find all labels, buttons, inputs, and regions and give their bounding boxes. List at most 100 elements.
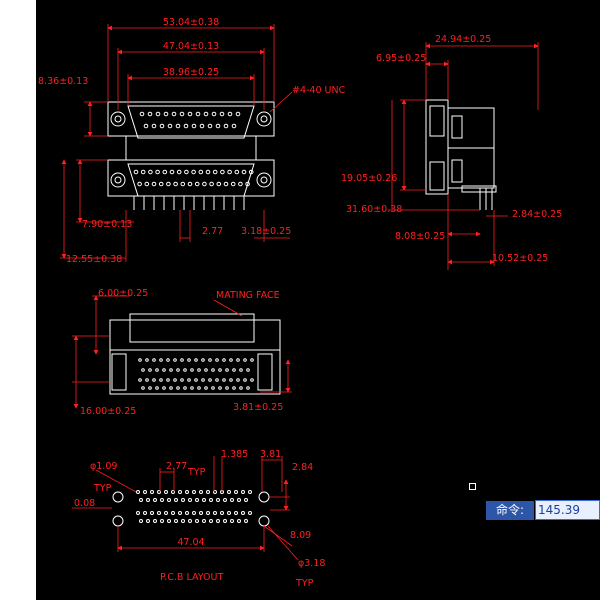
contact-pin bbox=[194, 358, 198, 362]
contact-pin bbox=[201, 358, 205, 362]
contact-pin bbox=[190, 368, 194, 372]
contact-pin bbox=[137, 181, 142, 187]
contact-pin bbox=[138, 358, 142, 362]
contact-pin bbox=[194, 378, 198, 382]
pcb-hole bbox=[164, 511, 168, 515]
pcb-hole bbox=[241, 490, 245, 494]
pcb-hole bbox=[171, 511, 175, 515]
dim-shell-width: 38.96±0.25 bbox=[163, 67, 219, 78]
pcb-hole bbox=[209, 519, 213, 523]
pcb-hole bbox=[209, 498, 213, 502]
contact-pin bbox=[203, 111, 209, 117]
contact-pin bbox=[151, 123, 157, 129]
side-shell-top bbox=[429, 105, 445, 137]
contact-pin bbox=[239, 368, 243, 372]
contact-pin bbox=[187, 111, 193, 117]
front-mount-hole-bl bbox=[110, 172, 126, 188]
contact-pin bbox=[194, 181, 200, 187]
contact-pin bbox=[191, 123, 197, 129]
contact-pin bbox=[250, 378, 254, 382]
pcb-hole bbox=[216, 498, 220, 502]
pcb-hole bbox=[167, 498, 171, 502]
contact-pin bbox=[211, 368, 215, 372]
pcb-hole bbox=[230, 519, 234, 523]
contact-pin bbox=[140, 169, 146, 175]
leader-hole-dia bbox=[95, 469, 137, 493]
pcb-hole bbox=[234, 511, 238, 515]
contact-pin bbox=[183, 123, 189, 129]
bottom-dimensions bbox=[72, 295, 292, 409]
side-pins bbox=[479, 188, 493, 210]
contact-pin bbox=[241, 169, 247, 175]
front-mount-hole-bl-inner bbox=[114, 176, 122, 184]
pcb-hole bbox=[192, 490, 196, 494]
side-insert-top bbox=[451, 115, 463, 139]
contact-pin bbox=[195, 111, 201, 117]
bottom-boardlock-right bbox=[257, 353, 273, 391]
pcb-hole bbox=[227, 490, 231, 494]
front-mount-hole-tl bbox=[110, 111, 126, 127]
front-mount-hole-tr bbox=[256, 111, 272, 127]
contact-pin bbox=[169, 386, 173, 390]
front-flange-top bbox=[107, 101, 275, 137]
contact-pin bbox=[211, 111, 217, 117]
front-flange-bottom bbox=[107, 159, 275, 197]
dim-pitch: 2.77 bbox=[202, 226, 223, 237]
pcb-hole bbox=[195, 519, 199, 523]
pcb-hole bbox=[157, 511, 161, 515]
pcb-layout bbox=[112, 490, 270, 527]
front-mount-hole-tr-inner bbox=[260, 115, 268, 123]
pcb-hole bbox=[136, 490, 140, 494]
command-input[interactable]: 145.39 bbox=[535, 500, 600, 520]
contact-pin bbox=[173, 378, 177, 382]
contact-pin bbox=[152, 378, 156, 382]
contact-pin bbox=[218, 386, 222, 390]
contact-pin bbox=[162, 368, 166, 372]
pcb-layout-title: P.C.B LAYOUT bbox=[160, 572, 223, 583]
pcb-hole bbox=[192, 511, 196, 515]
leader-mating-face bbox=[213, 299, 243, 317]
contact-pin bbox=[141, 386, 145, 390]
dim-side-flange-depth: 6.95±0.25 bbox=[376, 53, 426, 64]
contact-pin bbox=[234, 169, 240, 175]
pcb-hole bbox=[139, 519, 143, 523]
contact-pin bbox=[183, 368, 187, 372]
contact-pin bbox=[138, 378, 142, 382]
pcb-hole bbox=[234, 490, 238, 494]
contact-pin bbox=[144, 181, 150, 187]
contact-pin bbox=[216, 181, 222, 187]
contact-pin bbox=[147, 111, 153, 117]
pcb-hole bbox=[227, 511, 231, 515]
dim-overall-width: 53.04±0.38 bbox=[163, 17, 219, 28]
contact-pin bbox=[238, 181, 243, 187]
front-pins-top bbox=[139, 111, 241, 129]
command-label: 命令: bbox=[486, 501, 534, 520]
contact-pin bbox=[248, 169, 254, 175]
dim-side-center-height: 19.05±0.26 bbox=[341, 173, 397, 184]
contact-pin bbox=[243, 358, 247, 362]
dim-pcb-edge-offset: 3.81 bbox=[260, 449, 281, 460]
pcb-hole bbox=[160, 498, 164, 502]
bottom-body bbox=[109, 349, 281, 395]
contact-pin bbox=[180, 181, 186, 187]
contact-pin bbox=[145, 378, 149, 382]
contact-pin bbox=[250, 358, 254, 362]
side-dimensions bbox=[388, 42, 539, 270]
contact-pin bbox=[155, 368, 159, 372]
contact-pin bbox=[222, 358, 226, 362]
contact-pin bbox=[246, 368, 250, 372]
contact-pin bbox=[176, 169, 182, 175]
contact-pin bbox=[166, 378, 170, 382]
drawing-area[interactable] bbox=[36, 0, 600, 600]
contact-pin bbox=[173, 181, 178, 187]
bottom-pin-array bbox=[138, 358, 254, 390]
contact-pin bbox=[191, 169, 196, 175]
contact-pin bbox=[209, 181, 214, 187]
pcb-hole bbox=[213, 511, 217, 515]
pcb-hole bbox=[241, 511, 245, 515]
pick-cursor-box bbox=[469, 483, 476, 490]
contact-pin bbox=[155, 111, 161, 117]
dim-side-pin-spacing: 2.84±0.25 bbox=[512, 209, 562, 220]
contact-pin bbox=[236, 358, 240, 362]
